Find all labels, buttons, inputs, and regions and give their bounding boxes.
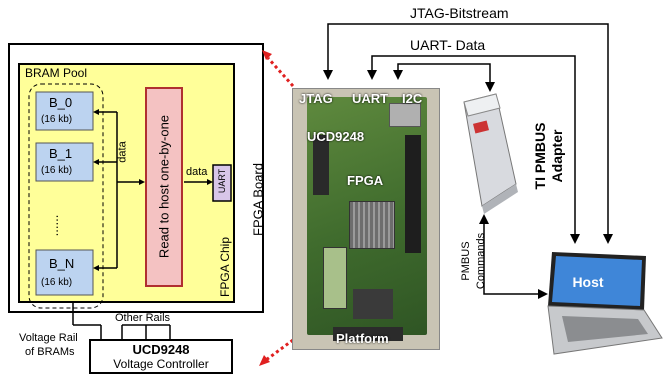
fpga-chip-label: FPGA Chip xyxy=(218,236,232,298)
fpga-label: FPGA xyxy=(347,173,384,188)
bram-pool-title: BRAM Pool xyxy=(25,66,88,80)
read-to-host-box xyxy=(145,87,183,287)
controller-title: UCD9248 xyxy=(132,342,190,357)
other-rails-label: Other Rails xyxy=(115,312,171,324)
port-label-jtag: JTAG xyxy=(299,91,333,106)
fpga-chip-graphic xyxy=(349,201,395,249)
uart-box xyxy=(212,164,232,202)
bram-block-bn xyxy=(35,249,94,296)
jtag-bitstream-label: JTAG-Bitstream xyxy=(410,5,509,21)
bram-pool-outline xyxy=(28,83,104,309)
block-b0-name: B_0 xyxy=(49,95,73,110)
voltage-rail-label-1: Voltage Rail xyxy=(19,332,78,344)
pmbus-wire xyxy=(483,220,542,295)
voltage-controller-box xyxy=(89,339,233,374)
adapter-wire xyxy=(397,63,491,84)
host-label: Host xyxy=(572,274,604,290)
data-label-bus: data xyxy=(116,141,129,163)
block-b1-name: B_1 xyxy=(49,146,73,161)
voltage-rail-label-2: of BRAMs xyxy=(25,346,75,358)
block-ellipsis: ...... xyxy=(53,214,69,237)
controller-subtitle: Voltage Controller xyxy=(113,357,209,371)
block-bn-size: (16 kb) xyxy=(41,277,73,288)
platform-photo xyxy=(292,88,440,350)
adapter-label-1: TI PMBUS xyxy=(532,122,548,190)
pmbus-label-2: Commands xyxy=(475,232,487,290)
port-label-uart: UART xyxy=(352,91,389,106)
block-bn-name: B_N xyxy=(49,256,75,271)
pmbus-label-1: PMBUS xyxy=(460,241,472,281)
adapter-label-2: Adapter xyxy=(549,129,565,183)
uart-box-label: UART xyxy=(217,168,227,194)
platform-label: Platform xyxy=(336,331,389,346)
host-laptop-graphic xyxy=(547,252,663,355)
pmbus-adapter-graphic xyxy=(463,93,518,214)
block-b0-size: (16 kb) xyxy=(41,114,73,125)
data-label-uart: data xyxy=(186,166,208,178)
fpga-board-label: FPGA Board xyxy=(250,163,266,236)
pointer-top xyxy=(266,57,295,87)
uart-wire xyxy=(371,55,576,238)
uart-data-label: UART- Data xyxy=(410,37,486,53)
jtag-wire xyxy=(327,23,609,238)
block-b1-size: (16 kb) xyxy=(41,165,73,176)
ucd-label: UCD9248 xyxy=(307,129,365,144)
read-to-host-label: Read to host one-by-one xyxy=(156,114,172,259)
pointer-bottom xyxy=(265,338,294,362)
port-label-i2c: I2C xyxy=(402,91,423,106)
bram-block-b0 xyxy=(35,91,94,131)
